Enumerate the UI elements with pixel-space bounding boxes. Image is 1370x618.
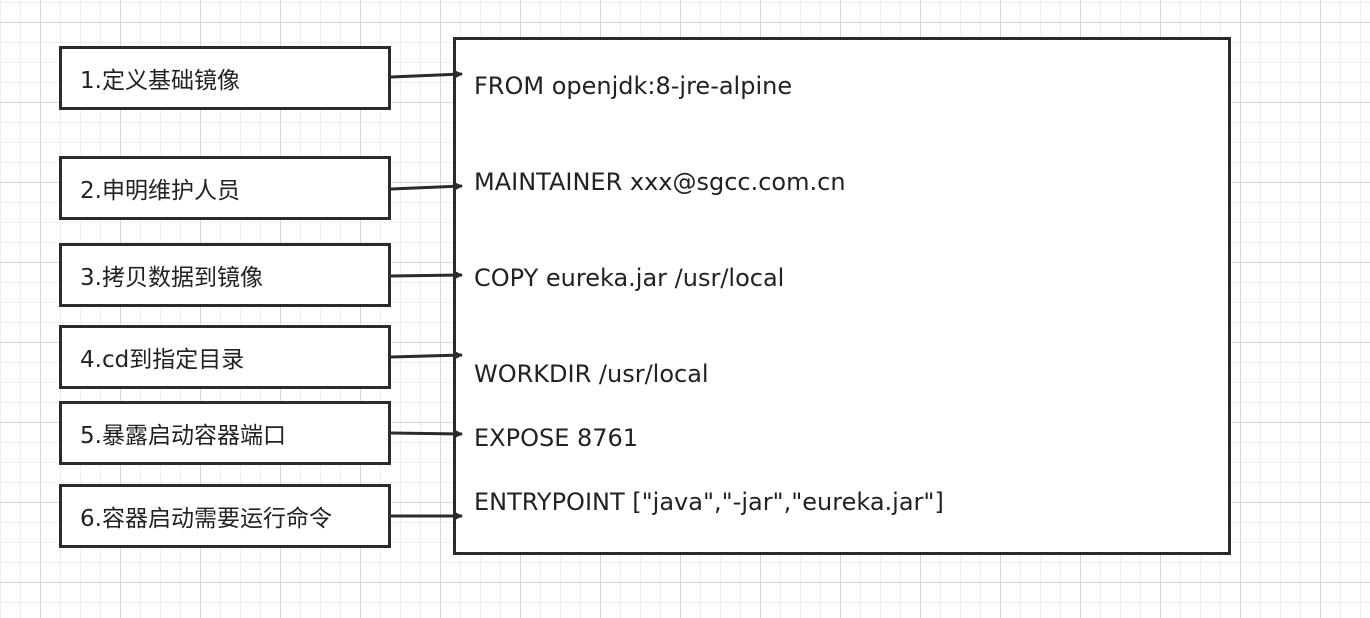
step-label: 3.拷贝数据到镜像	[80, 265, 263, 291]
arrow-step-1	[390, 69, 463, 80]
step-label: 6.容器启动需要运行命令	[80, 506, 332, 532]
step-box-maintainer[interactable]: 2.申明维护人员	[59, 156, 391, 220]
step-box-copy[interactable]: 3.拷贝数据到镜像	[59, 243, 391, 307]
step-box-entrypoint[interactable]: 6.容器启动需要运行命令	[59, 484, 391, 548]
arrow-step-5	[390, 428, 463, 439]
cmd-from: FROM openjdk:8-jre-alpine	[474, 72, 793, 100]
dockerfile-panel	[453, 37, 1231, 555]
cmd-copy: COPY eureka.jar /usr/local	[474, 264, 785, 292]
cmd-expose: EXPOSE 8761	[474, 424, 639, 452]
step-box-workdir[interactable]: 4.cd到指定目录	[59, 325, 391, 389]
cmd-maintainer: MAINTAINER xxx@sgcc.com.cn	[474, 168, 846, 196]
step-label: 1.定义基础镜像	[80, 68, 240, 94]
step-box-expose[interactable]: 5.暴露启动容器端口	[59, 401, 391, 465]
step-label: 2.申明维护人员	[80, 178, 240, 204]
arrow-step-3	[390, 270, 463, 281]
step-label: 4.cd到指定目录	[80, 347, 245, 373]
step-label: 5.暴露启动容器端口	[80, 423, 286, 449]
cmd-workdir: WORKDIR /usr/local	[474, 360, 709, 388]
arrow-step-2	[390, 181, 463, 192]
arrow-step-4	[390, 350, 463, 361]
cmd-entrypoint: ENTRYPOINT ["java","-jar","eureka.jar"]	[474, 488, 944, 516]
step-box-base-image[interactable]: 1.定义基础镜像	[59, 46, 391, 110]
